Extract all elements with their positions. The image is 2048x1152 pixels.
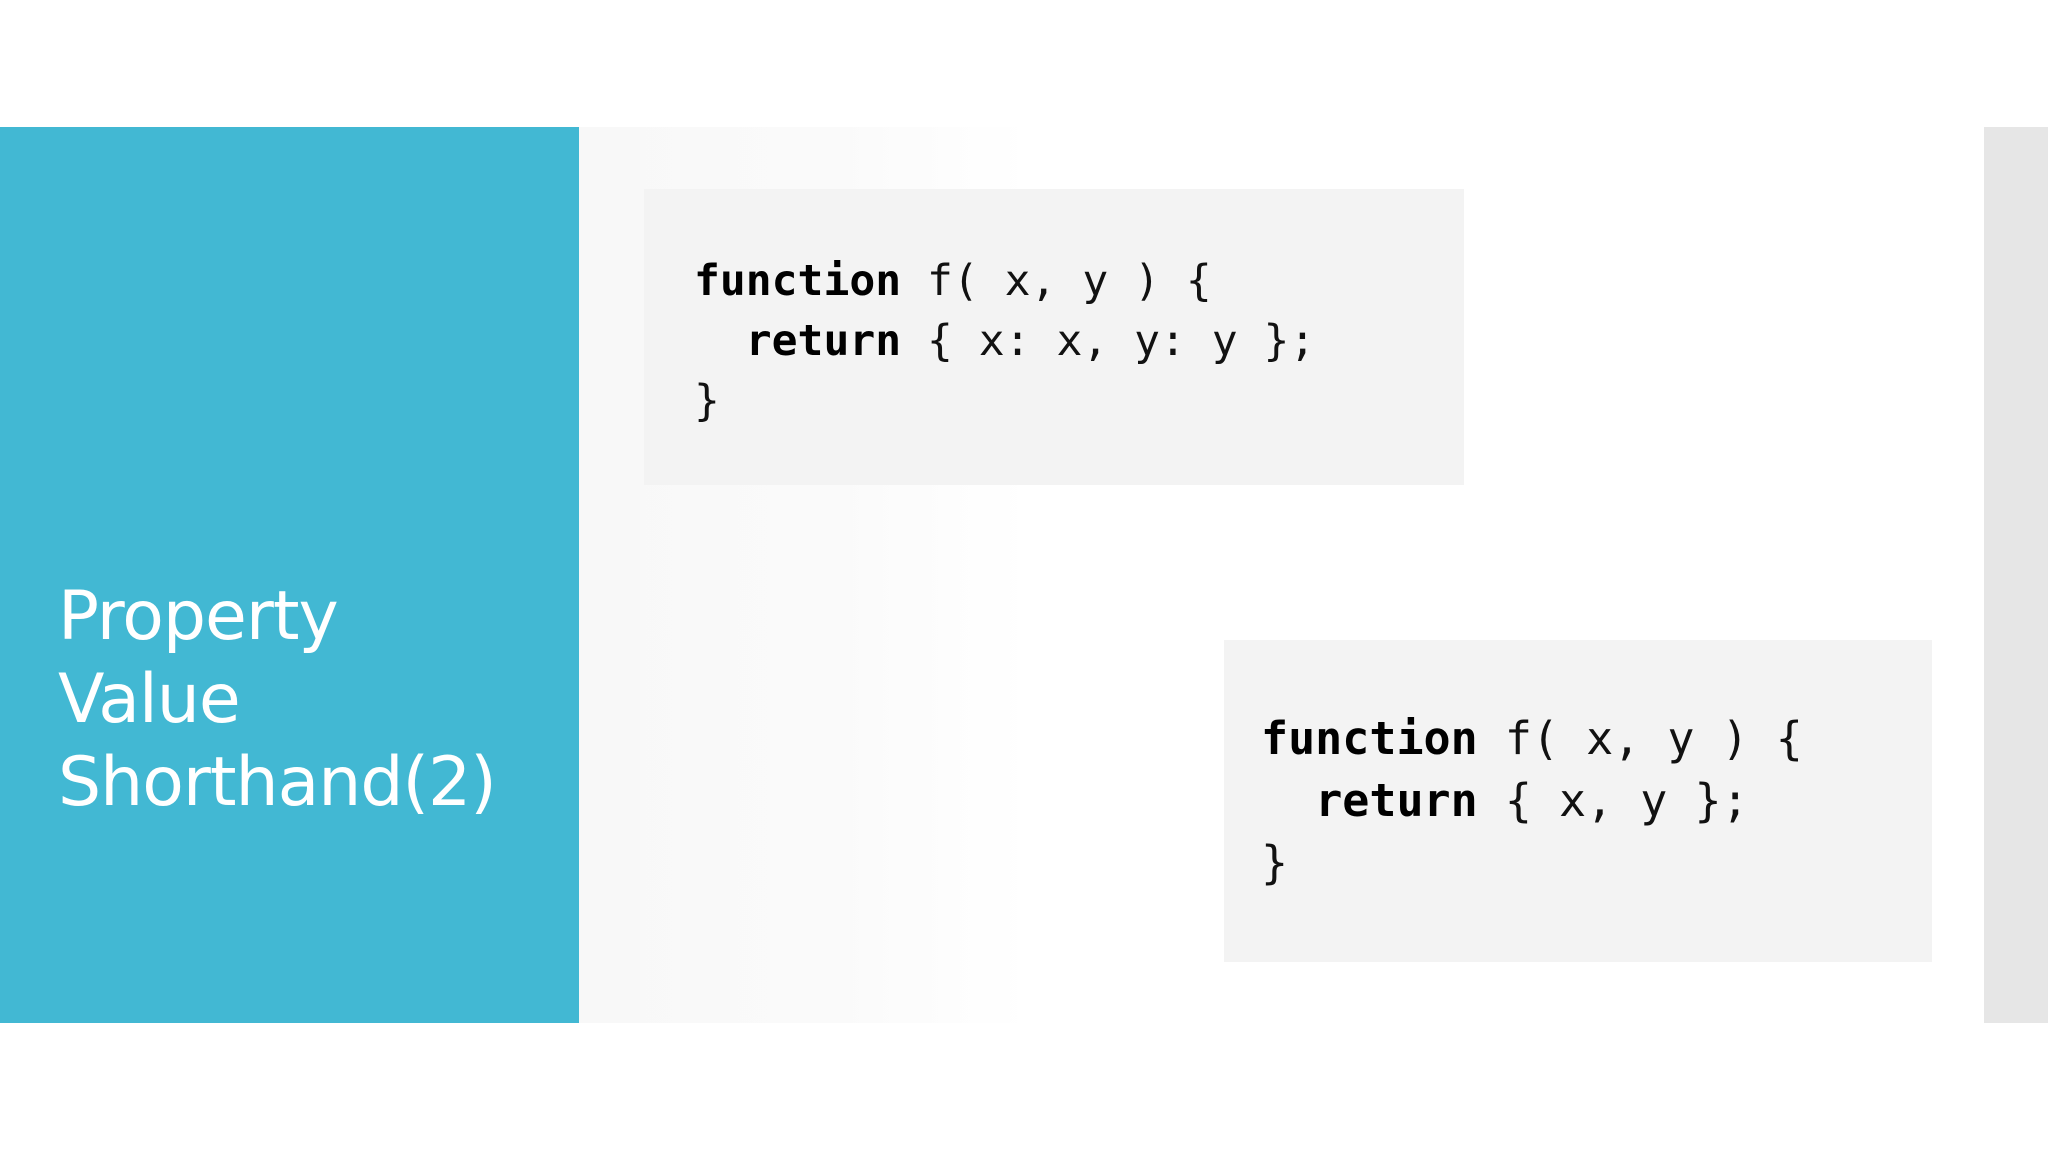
code-keyword: return <box>1315 774 1478 827</box>
code-line: function f( x, y ) { <box>694 251 1464 311</box>
code-keyword: return <box>745 316 902 366</box>
code-text: } <box>694 376 720 426</box>
slide-title: Property Value Shorthand(2) <box>58 575 558 824</box>
code-example-long-form: function f( x, y ) { return { x: x, y: y… <box>644 189 1464 485</box>
slide-title-line-1: Property <box>58 577 339 656</box>
code-text: } <box>1261 836 1289 889</box>
right-rail <box>1984 127 2048 1023</box>
code-indent <box>1261 774 1315 827</box>
code-text: f( x, y ) { <box>901 256 1212 306</box>
code-keyword: function <box>1261 712 1478 765</box>
code-text: f( x, y ) { <box>1477 712 1803 765</box>
code-line: } <box>694 371 1464 431</box>
code-line: return { x, y }; <box>1261 770 1932 832</box>
code-text: { x, y }; <box>1477 774 1749 827</box>
slide-title-line-2: Value <box>58 660 241 739</box>
code-line: } <box>1261 832 1932 894</box>
slide-title-line-3: Shorthand(2) <box>58 743 497 822</box>
code-example-shorthand: function f( x, y ) { return { x, y }; } <box>1224 640 1932 962</box>
code-line: return { x: x, y: y }; <box>694 311 1464 371</box>
code-indent <box>694 316 746 366</box>
code-line: function f( x, y ) { <box>1261 708 1932 770</box>
title-panel: Property Value Shorthand(2) <box>0 127 579 1023</box>
code-text: { x: x, y: y }; <box>901 316 1316 366</box>
code-keyword: function <box>694 256 902 306</box>
